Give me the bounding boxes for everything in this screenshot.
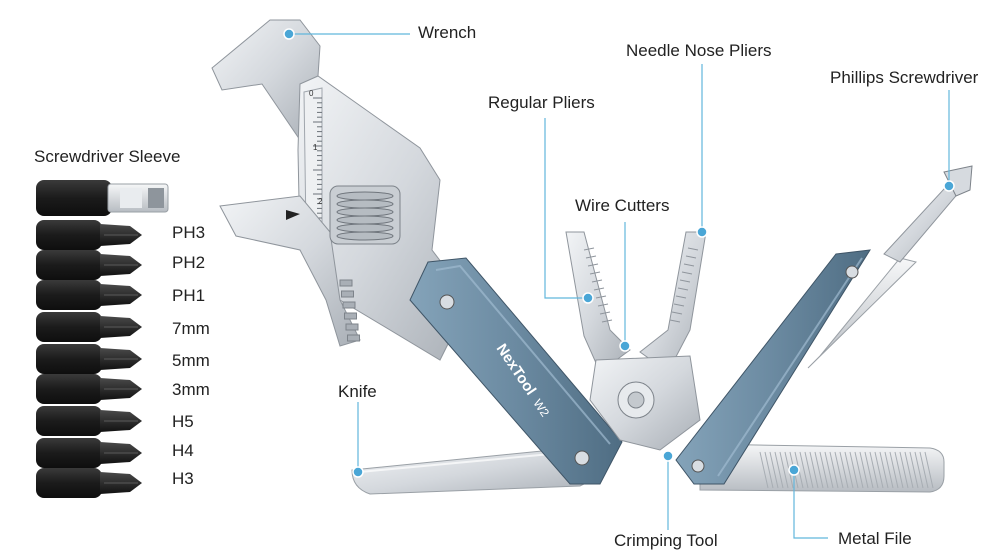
bit-label-h4: H4: [172, 441, 194, 460]
scale-label-1: 1: [313, 143, 318, 152]
label-screwdriver-sleeve: Screwdriver Sleeve: [34, 147, 181, 166]
callout-leaders: [289, 33, 950, 539]
callout-dots: [283, 28, 955, 478]
dot-wire-cutters: [619, 340, 631, 352]
bit-5mm: [36, 344, 142, 374]
label-knife: Knife: [338, 382, 377, 401]
bit-h3: [36, 468, 142, 498]
bit-label-h3: H3: [172, 469, 194, 488]
left-handle: NexTool W2: [409, 257, 623, 485]
scale-label-2: 2: [318, 197, 323, 206]
label-metal-file: Metal File: [838, 529, 912, 548]
bit-label-ph1: PH1: [172, 286, 206, 305]
label-regular-pliers: Regular Pliers: [488, 93, 595, 112]
bit-label-ph3: PH3: [172, 223, 206, 242]
label-needle-nose-pliers: Needle Nose Pliers: [626, 41, 772, 60]
leader-metal-file: [793, 470, 828, 539]
label-crimping-tool: Crimping Tool: [614, 531, 718, 550]
dot-phillips-screwdriver: [943, 180, 955, 192]
bit-7mm: [36, 312, 142, 342]
phillips-screwdriver: [883, 165, 973, 263]
bit-label-h5: H5: [172, 412, 194, 431]
bit-ph3: [36, 220, 142, 250]
bit-label-3mm: 3mm: [172, 380, 210, 399]
label-wrench: Wrench: [418, 23, 477, 42]
dot-knife: [352, 466, 364, 478]
bit-label-ph2: PH2: [172, 253, 206, 272]
screwdriver-sleeve: [36, 180, 169, 216]
bit-h5: [36, 406, 142, 436]
label-wire-cutters: Wire Cutters: [575, 196, 670, 215]
dot-crimping-tool: [662, 450, 674, 462]
leader-regular-pliers: [544, 118, 588, 299]
bit-label-7mm: 7mm: [172, 319, 210, 338]
dot-metal-file: [788, 464, 800, 476]
pliers: [565, 231, 707, 451]
bit-ph2: [36, 250, 142, 280]
bit-label-5mm: 5mm: [172, 351, 210, 370]
label-phillips-screwdriver: Phillips Screwdriver: [830, 68, 979, 87]
bit-ph1: [36, 280, 142, 310]
dot-wrench: [283, 28, 295, 40]
metal-file: [699, 443, 945, 493]
bit-set: [36, 220, 142, 498]
bit-h4: [36, 438, 142, 468]
scale-label-0: 0: [309, 89, 314, 98]
bit-3mm: [36, 374, 142, 404]
right-handle: [675, 249, 917, 485]
dot-regular-pliers: [582, 292, 594, 304]
dot-needle-nose-pliers: [696, 226, 708, 238]
